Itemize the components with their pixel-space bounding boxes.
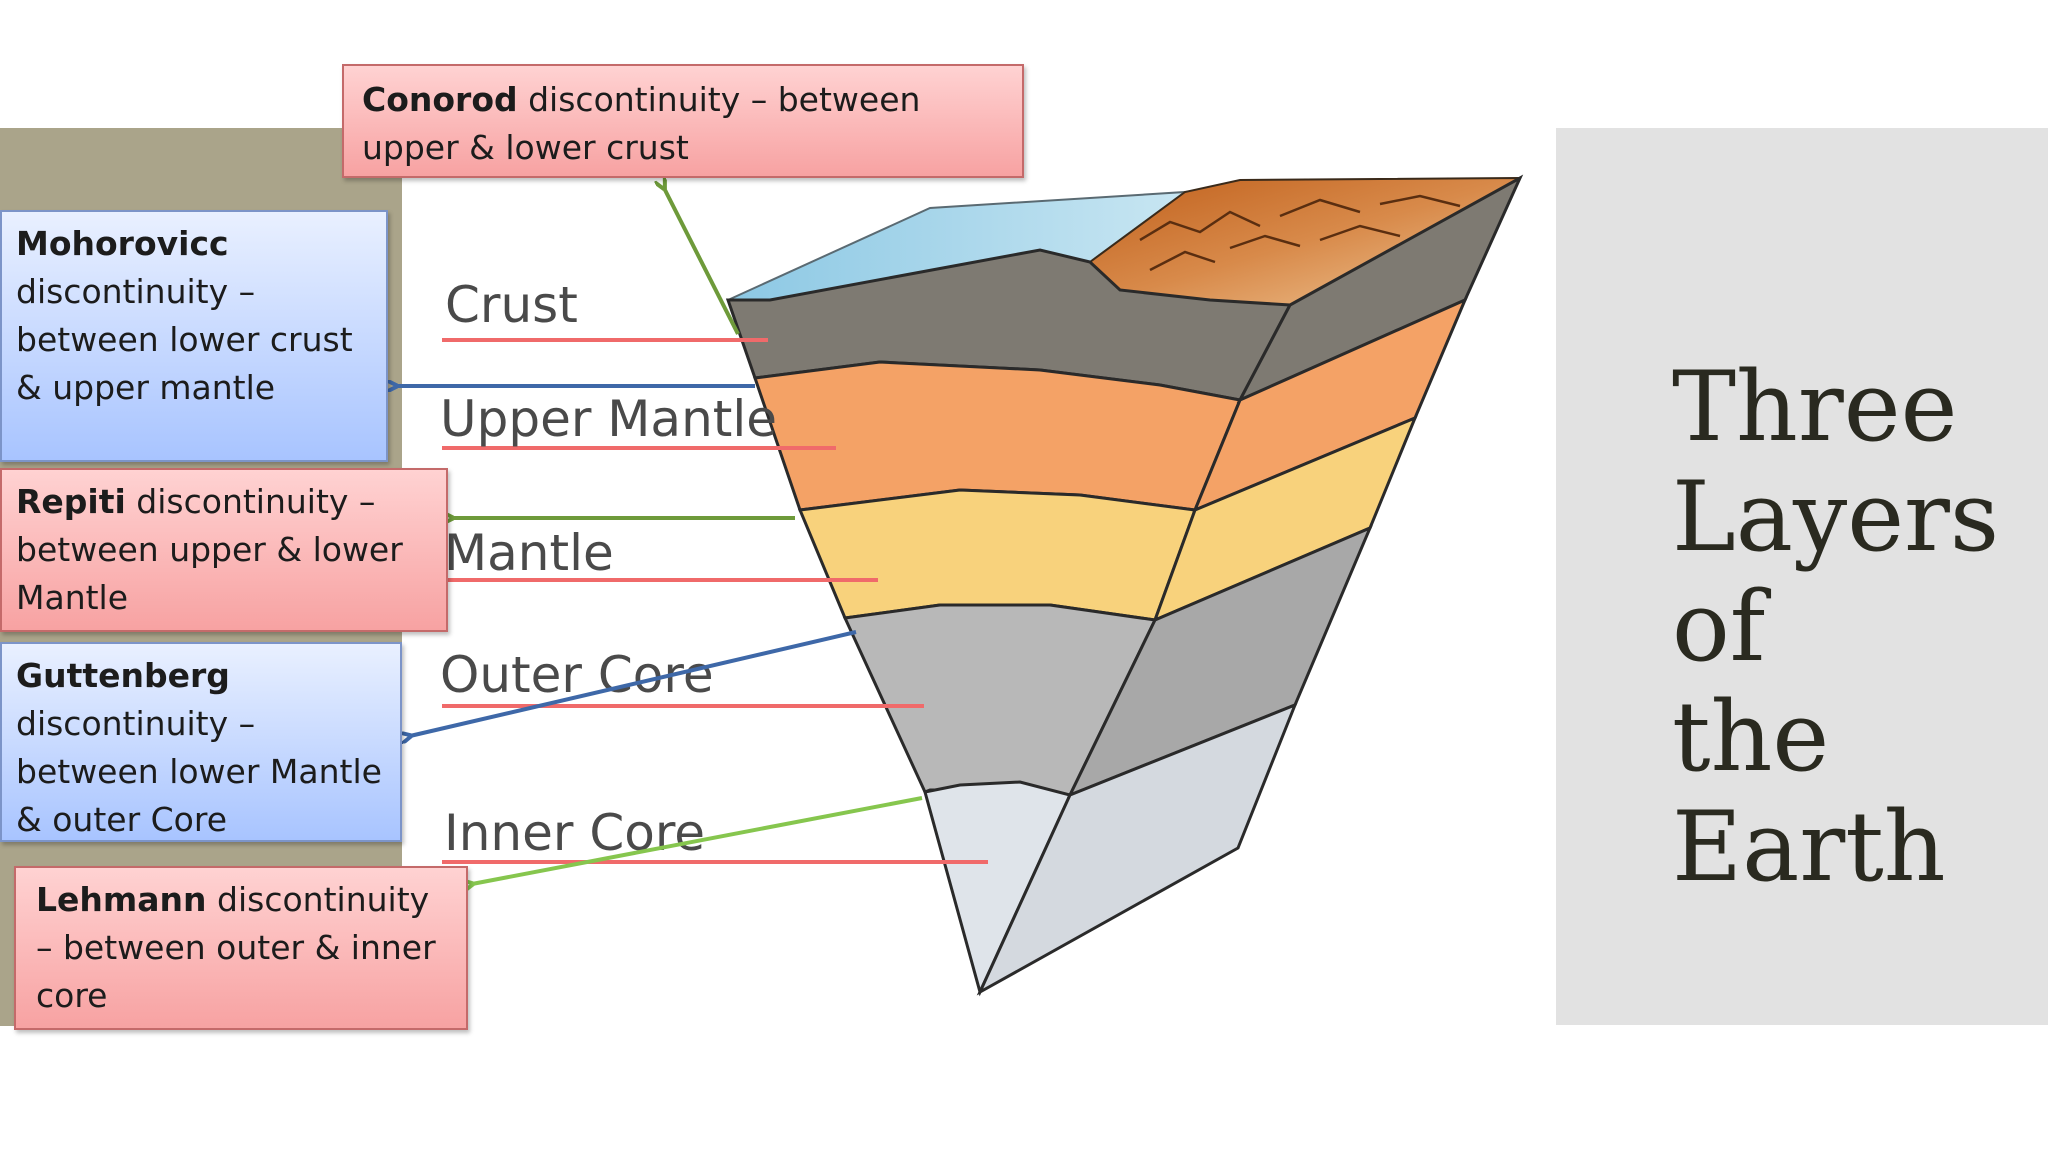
conorod-desc: discontinuity – between upper & lower cr… <box>362 80 921 167</box>
pointer-arrows <box>396 188 923 884</box>
title-line-2: Layers <box>1672 461 2000 573</box>
guttenberg-discontinuity-box: Guttenberg discontinuity – between lower… <box>0 642 402 842</box>
mohorovicic-discontinuity-box: Mohorovicc discontinuity – between lower… <box>0 210 388 462</box>
conorod-discontinuity-box: Conorod discontinuity – between upper & … <box>342 64 1024 178</box>
guttenberg-arrow <box>410 630 857 736</box>
repiti-desc: discontinuity – between upper & lower Ma… <box>16 482 403 617</box>
title-line-1: Three <box>1672 351 1958 463</box>
mantle-label: Mantle <box>444 524 614 582</box>
upper-mantle-label: Upper Mantle <box>440 390 777 448</box>
inner-core-label: Inner Core <box>444 804 705 862</box>
inner-core-layer <box>923 780 1073 997</box>
repiti-discontinuity-box: Repiti discontinuity – between upper & l… <box>0 468 448 632</box>
lehmann-desc: discontinuity – between outer & inner co… <box>36 880 436 1015</box>
slide-title: Three Layers of the Earth <box>1672 352 2012 902</box>
mantle-layer <box>797 488 1198 622</box>
crust-label: Crust <box>445 276 578 334</box>
conorod-arrow <box>664 188 740 335</box>
repiti-name: Repiti <box>16 482 126 521</box>
lehmann-discontinuity-box: Lehmann discontinuity – between outer & … <box>14 866 468 1030</box>
title-line-4: Earth <box>1672 791 1946 903</box>
inner-core-side <box>976 702 1298 996</box>
conorod-name: Conorod <box>362 80 518 119</box>
guttenberg-desc: discontinuity – between lower Mantle & o… <box>16 704 382 839</box>
layer-labels: Crust Upper Mantle Mantle Outer Core Inn… <box>440 276 777 862</box>
moho-desc: discontinuity – between lower crust & up… <box>16 272 353 407</box>
moho-name: Mohorovicc <box>16 224 229 263</box>
guttenberg-name: Guttenberg <box>16 656 230 695</box>
side-face <box>976 174 1524 996</box>
front-face <box>725 248 1293 997</box>
lehmann-name: Lehmann <box>36 880 207 919</box>
guide-lines <box>442 338 988 864</box>
mountain-ridges <box>1139 194 1461 272</box>
title-line-3: of the <box>1672 571 1830 793</box>
title-panel <box>1556 128 2048 1025</box>
lehmann-arrow <box>472 796 923 884</box>
